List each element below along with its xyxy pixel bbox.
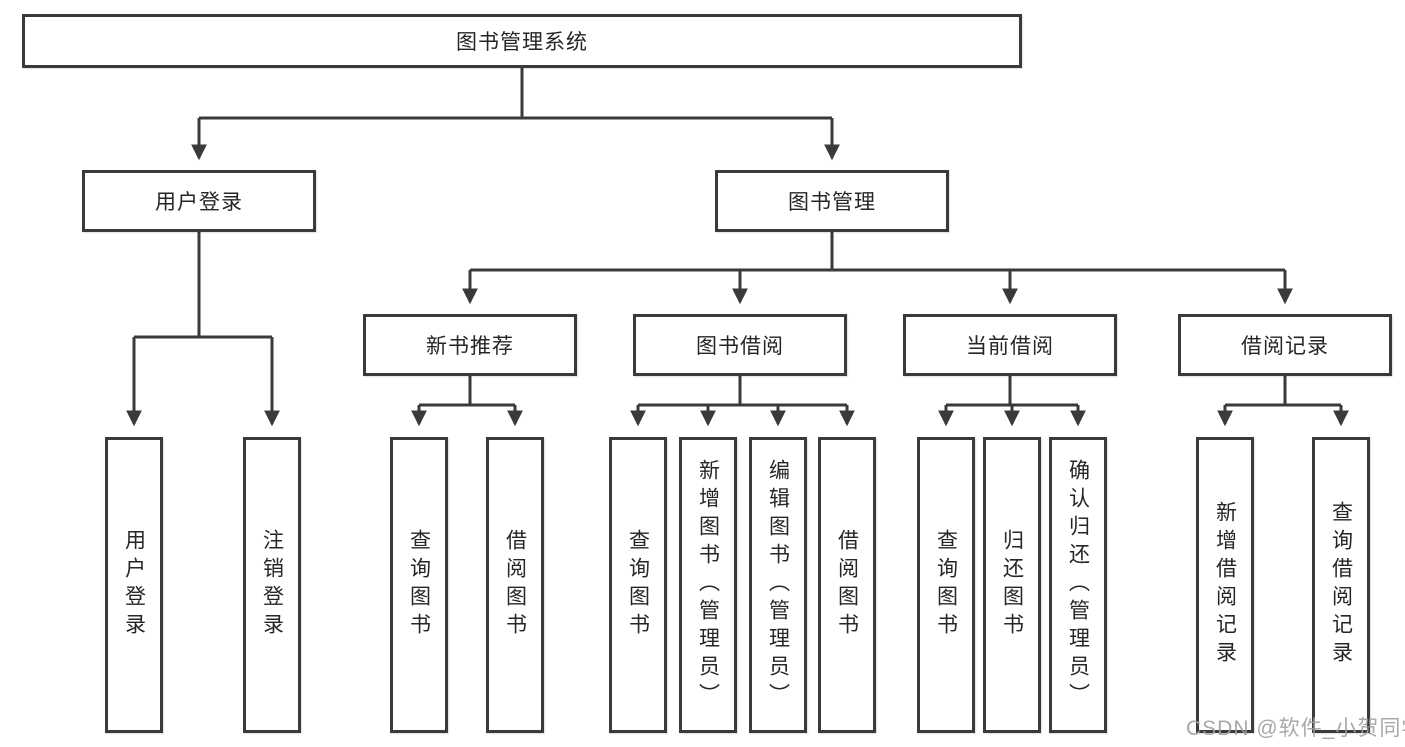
leaf-user-login: 用户登录 <box>105 437 163 733</box>
node-borrowing-records: 借阅记录 <box>1178 314 1392 376</box>
leaf-logout: 注销登录 <box>243 437 301 733</box>
connector-root-to-level1 <box>191 68 840 161</box>
leaf-query-borrow-record: 查询借阅记录 <box>1312 437 1370 733</box>
node-user-login-group: 用户登录 <box>82 170 316 232</box>
node-book-management: 图书管理 <box>715 170 949 232</box>
connector-current-to-leaves <box>938 376 1086 427</box>
node-current-borrowing: 当前借阅 <box>903 314 1117 376</box>
node-root-system: 图书管理系统 <box>22 14 1022 68</box>
node-new-book-recommend: 新书推荐 <box>363 314 577 376</box>
leaf-query-books-current: 查询图书 <box>917 437 975 733</box>
leaf-borrow-books-recommend: 借阅图书 <box>486 437 544 733</box>
connector-mgmt-to-level2 <box>462 232 1293 305</box>
leaf-query-books-borrowing: 查询图书 <box>609 437 667 733</box>
leaf-return-book: 归还图书 <box>983 437 1041 733</box>
connector-borrow-to-leaves <box>630 376 855 427</box>
node-book-borrowing: 图书借阅 <box>633 314 847 376</box>
csdn-watermark: CSDN @软件_小贺同学 <box>1186 717 1405 740</box>
leaf-confirm-return-admin: 确认归还（管理员） <box>1049 437 1107 733</box>
leaf-add-book-admin: 新增图书（管理员） <box>679 437 737 733</box>
connector-newrec-to-leaves <box>411 376 523 427</box>
leaf-add-borrow-record: 新增借阅记录 <box>1196 437 1254 733</box>
leaf-edit-book-admin: 编辑图书（管理员） <box>749 437 807 733</box>
connector-record-to-leaves <box>1217 376 1349 427</box>
connector-login-to-leaves <box>126 232 280 427</box>
leaf-query-books-recommend: 查询图书 <box>390 437 448 733</box>
leaf-borrow-books-borrowing: 借阅图书 <box>818 437 876 733</box>
